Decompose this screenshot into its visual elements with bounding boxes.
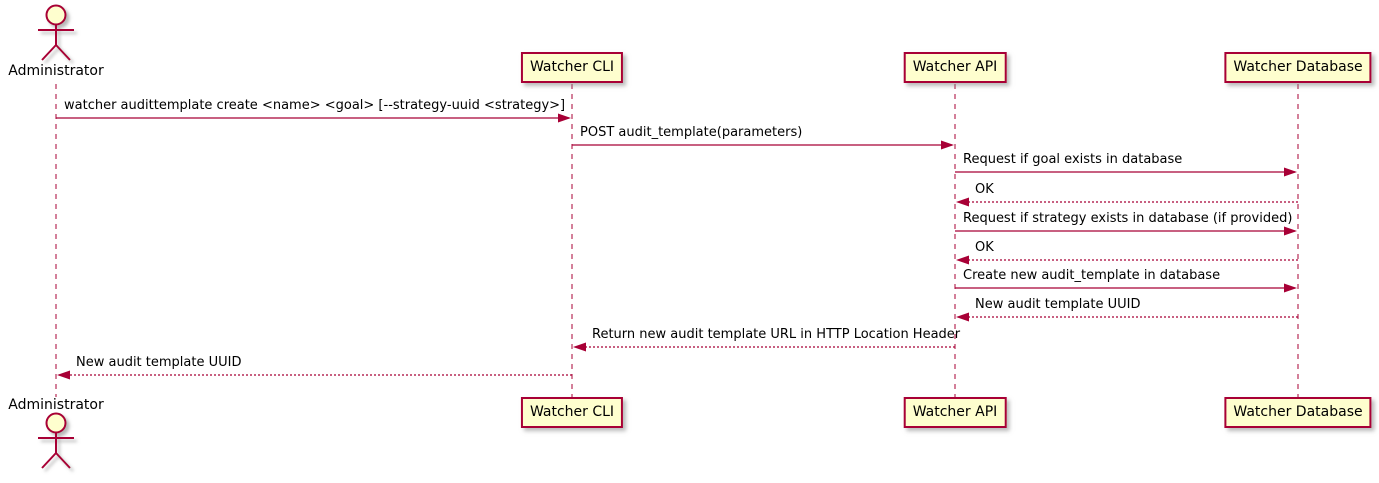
arrowhead-icon <box>1284 226 1297 236</box>
arrowhead-icon <box>573 342 586 352</box>
arrowhead-icon <box>956 197 969 207</box>
message-label-4: Request if strategy exists in database (… <box>963 211 1293 226</box>
participant-box-api-top: Watcher API <box>903 52 1007 83</box>
message-label-9: New audit template UUID <box>76 355 242 370</box>
arrowhead-icon <box>558 113 571 123</box>
message-label-8: Return new audit template URL in HTTP Lo… <box>592 327 961 342</box>
message-label-6: Create new audit_template in database <box>963 268 1221 283</box>
arrowhead-icon <box>956 312 969 322</box>
actor-figure-bottom <box>38 412 74 469</box>
message-label-3: OK <box>975 182 994 197</box>
message-label-1: POST audit_template(parameters) <box>580 125 803 140</box>
participant-box-api-bottom: Watcher API <box>903 397 1007 428</box>
participant-box-db-top: Watcher Database <box>1224 52 1372 83</box>
arrowhead-icon <box>57 370 70 380</box>
message-label-0: watcher audittemplate create <name> <goa… <box>64 98 566 113</box>
actor-figure-top <box>38 4 74 61</box>
actor-label-top: Administrator <box>8 63 104 79</box>
message-label-5: OK <box>975 240 994 255</box>
arrowhead-icon <box>1284 167 1297 177</box>
participant-box-cli-top: Watcher CLI <box>520 52 624 83</box>
participant-box-cli-bottom: Watcher CLI <box>520 397 624 428</box>
arrowhead-icon <box>941 140 954 150</box>
arrowhead-icon <box>956 255 969 265</box>
arrowhead-icon <box>1284 283 1297 293</box>
message-label-2: Request if goal exists in database <box>963 152 1183 167</box>
participant-box-db-bottom: Watcher Database <box>1224 397 1372 428</box>
message-label-7: New audit template UUID <box>975 297 1141 312</box>
actor-label-bottom: Administrator <box>8 397 104 413</box>
